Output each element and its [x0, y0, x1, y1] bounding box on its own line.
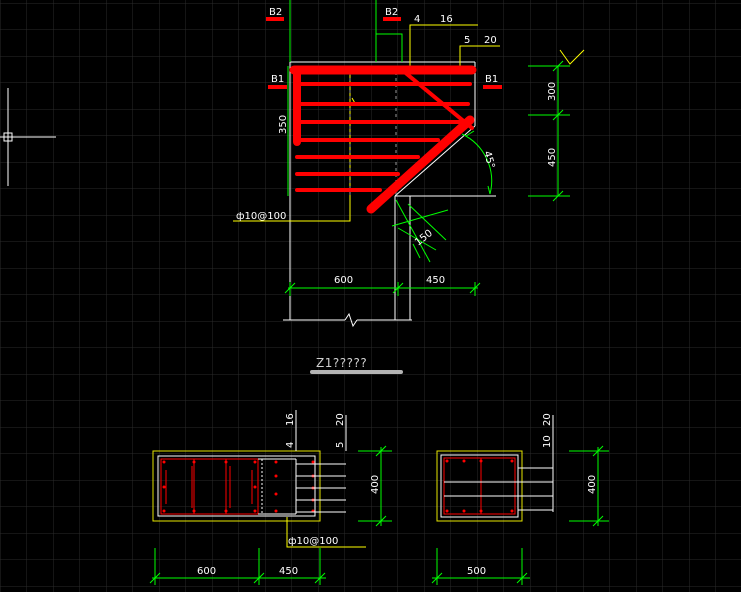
label-b2-left: B2	[269, 7, 282, 18]
label-b2-right: B2	[385, 7, 398, 18]
section-2-dims	[431, 445, 609, 585]
section-1-concrete[interactable]	[152, 450, 321, 522]
section-1-dim-600: 600	[197, 566, 216, 577]
section-2-dim-500: 500	[467, 566, 486, 577]
drawing-title: Z1?????	[316, 356, 367, 370]
section-1: 4 16 5 20 400 ф10@100 600 450	[149, 410, 392, 585]
elevation-view: B2 B2 B1 B1 4 16 5 20 ф10@100	[233, 0, 585, 328]
section-1-stirrup	[157, 455, 316, 517]
bar-top-phi: 4	[414, 14, 420, 25]
dimensions-elevation	[284, 60, 570, 296]
label-b1-left: B1	[271, 74, 284, 85]
section-1-leaders	[295, 410, 347, 513]
bar-top2-size: 20	[484, 35, 497, 46]
section-1-dims	[149, 445, 392, 585]
dim-right-300: 300	[547, 82, 558, 101]
section-1-rebar-cage	[160, 458, 259, 515]
rebar-diagonal-a[interactable]	[400, 68, 474, 130]
column-lines	[289, 0, 403, 62]
bar-top2-phi: 5	[464, 35, 470, 46]
elevation-outline	[283, 61, 496, 328]
angle-label: 45°	[481, 150, 496, 170]
rebar-diagonal-b[interactable]	[366, 115, 475, 214]
dim-bottom-600: 600	[334, 275, 353, 286]
section-2-concrete[interactable]	[436, 450, 523, 522]
section-2-stirrup	[440, 454, 519, 518]
dim-height-350: 350	[278, 115, 289, 134]
section-mark-b1-left[interactable]	[268, 85, 287, 89]
label-b1-right: B1	[485, 74, 498, 85]
leader-lines	[233, 24, 500, 222]
section-1-stirrup-callout: ф10@100	[288, 536, 338, 547]
section-1-size-a: 16	[285, 413, 296, 426]
section-1-phi-b: 5	[335, 442, 346, 448]
dim-bottom-450: 450	[426, 275, 445, 286]
section-mark-b2-right[interactable]	[383, 17, 401, 21]
section-2-leaders	[444, 415, 554, 512]
section-1-dim-height: 400	[370, 475, 381, 494]
section-mark-b2-left[interactable]	[266, 17, 284, 21]
section-2: 10 20 400 500	[431, 413, 609, 585]
section-2-bars	[445, 459, 514, 513]
section-1-inner-ties	[193, 459, 227, 514]
dim-right-450: 450	[547, 148, 558, 167]
bar-top-size: 16	[440, 14, 453, 25]
section-1-dim-450: 450	[279, 566, 298, 577]
section-1-bar-ticks	[165, 466, 253, 508]
section-1-phi-a: 4	[285, 442, 296, 448]
section-1-right-cage	[258, 458, 297, 515]
stirrup-callout: ф10@100	[236, 211, 286, 222]
section-2-size: 20	[542, 413, 553, 426]
crosshair-cursor-icon	[0, 88, 56, 186]
section-1-size-b: 20	[335, 413, 346, 426]
section-1-stirrup-leader	[286, 517, 366, 548]
rebar-elevation	[289, 65, 477, 214]
section-markers	[266, 17, 502, 89]
section-2-phi: 10	[542, 435, 553, 448]
top-right-arrow-mark	[559, 49, 585, 65]
section-2-dim-height: 400	[587, 475, 598, 494]
section-mark-b1-right[interactable]	[483, 85, 502, 89]
section-2-rebar-cage	[443, 457, 516, 515]
title-underline	[310, 370, 403, 374]
